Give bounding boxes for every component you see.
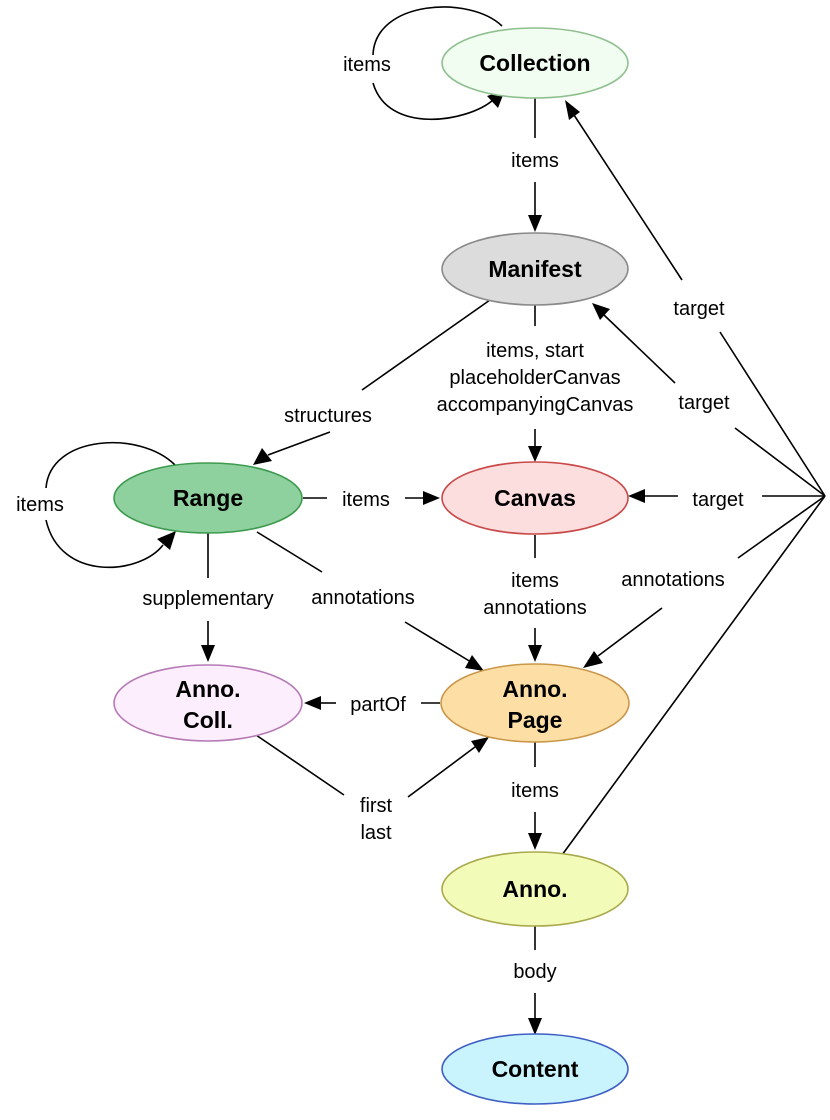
label-range-annocoll: supplementary (142, 588, 273, 610)
node-manifest-shape (441, 232, 629, 306)
collection-self-loop (372, 6, 503, 56)
arrowhead-annopage-right (583, 651, 603, 668)
edge-hub-collection-lower (719, 331, 826, 497)
range-self-loop-return (45, 519, 164, 569)
node-canvas-shape (441, 461, 629, 535)
edge-labels: items items items, start placeholderCanv… (16, 54, 744, 983)
node-anno-coll[interactable]: Anno. Coll. (113, 664, 303, 742)
edge-hub-collection-upper (573, 114, 683, 281)
arrowhead-annopage-top (528, 645, 542, 662)
label-manifest-canvas-1: items, start (486, 340, 584, 362)
label-collection-manifest: items (511, 150, 559, 172)
edge-hub-manifest-lower (734, 427, 826, 497)
label-range-annopage: annotations (311, 587, 414, 609)
edge-manifest-range-top (361, 299, 491, 391)
label-collection-self: items (343, 54, 391, 76)
label-anno-content: body (513, 961, 556, 983)
range-self-loop (45, 441, 176, 489)
label-annopage-annocoll: partOf (350, 694, 406, 716)
node-collection-label: Collection (479, 50, 590, 76)
label-range-canvas: items (342, 489, 390, 511)
node-canvas[interactable]: Canvas (441, 461, 629, 535)
node-anno-coll-label-line2: Coll. (183, 707, 233, 733)
label-target-manifest: target (678, 392, 730, 414)
arrowhead-collection-target (565, 100, 580, 120)
node-collection[interactable]: Collection (441, 27, 629, 99)
label-range-self: items (16, 494, 64, 516)
node-anno-coll-label-line1: Anno. (175, 676, 240, 702)
edge-annocoll-annopage-right (407, 746, 476, 798)
range-self-loop-arrowhead (157, 531, 176, 550)
edge-annocoll-annopage-left (255, 734, 345, 796)
label-manifest-canvas-3: accompanyingCanvas (437, 394, 634, 416)
node-anno-page-label-line1: Anno. (502, 676, 567, 702)
label-canvas-annopage-2: annotations (483, 597, 586, 619)
node-anno-page-label-line2: Page (508, 707, 563, 733)
node-range-shape (113, 462, 303, 534)
label-target-canvas: target (692, 489, 744, 511)
arrowhead-manifest (528, 215, 542, 232)
label-annocoll-annopage-1: first (360, 795, 393, 817)
edges (45, 6, 826, 1035)
edge-hub-manifest-upper (603, 314, 676, 384)
node-content[interactable]: Content (441, 1033, 629, 1105)
node-anno-shape (441, 851, 629, 927)
edge-hub-annopage-lower (597, 607, 663, 657)
node-canvas-label: Canvas (494, 485, 576, 511)
collection-self-loop-return (372, 82, 494, 121)
node-anno-label: Anno. (502, 876, 567, 902)
arrowhead-annocoll-right (304, 696, 321, 710)
arrowhead-content (528, 1018, 542, 1035)
arrowhead-anno (528, 833, 542, 850)
label-hub-annopage: annotations (621, 569, 724, 591)
node-content-label: Content (492, 1056, 579, 1082)
node-manifest-label: Manifest (488, 256, 582, 282)
node-anno-page-shape (440, 663, 630, 743)
label-canvas-annopage-1: items (511, 570, 559, 592)
label-annocoll-annopage-2: last (360, 822, 392, 844)
node-range[interactable]: Range (113, 462, 303, 534)
label-target-collection: target (673, 298, 725, 320)
arrowhead-canvas-top (528, 446, 542, 462)
arrowhead-range-top (253, 448, 272, 465)
node-anno-page[interactable]: Anno. Page (440, 663, 630, 743)
arrowhead-annopage-bottom (471, 737, 489, 753)
node-content-shape (441, 1033, 629, 1105)
edge-anno-hub (561, 495, 826, 856)
node-anno-coll-shape (113, 664, 303, 742)
node-anno[interactable]: Anno. (441, 851, 629, 927)
label-manifest-canvas-2: placeholderCanvas (449, 367, 620, 389)
node-manifest[interactable]: Manifest (441, 232, 629, 306)
edge-hub-annopage-upper (737, 495, 826, 559)
edge-manifest-range-bottom (267, 431, 331, 456)
arrowhead-canvas-left (423, 491, 440, 505)
node-collection-shape (441, 27, 629, 99)
label-annopage-anno: items (511, 780, 559, 802)
arrowhead-canvas-target (628, 489, 645, 503)
label-manifest-range: structures (284, 405, 372, 427)
arrowhead-annocoll-top (201, 645, 215, 662)
edge-range-annopage-bottom (404, 621, 472, 663)
arrowhead-manifest-target (592, 303, 610, 320)
node-range-label: Range (173, 485, 243, 511)
edge-range-annopage-top (256, 531, 323, 573)
arrowhead-annopage-left (465, 655, 484, 671)
